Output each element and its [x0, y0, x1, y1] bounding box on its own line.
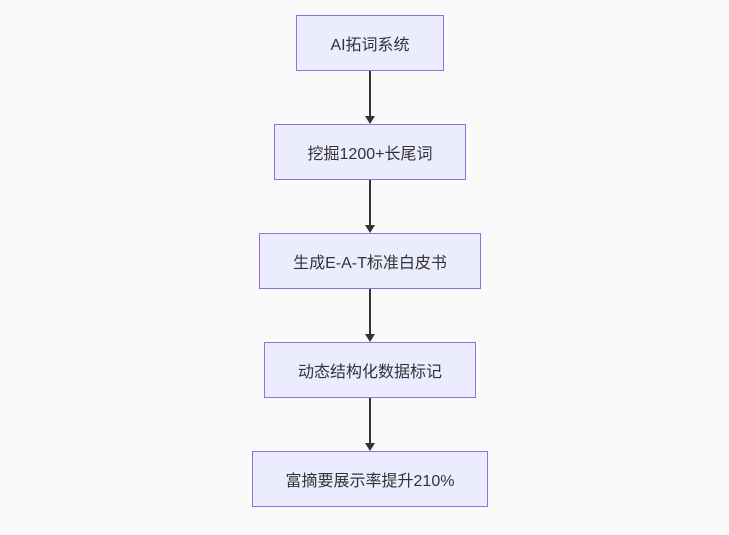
flow-node-label: 动态结构化数据标记 [297, 364, 442, 381]
flow-node-rich-snippet-result: 富摘要展示率提升210% [251, 451, 489, 507]
flow-node-label: 挖掘1200+长尾词 [307, 146, 433, 163]
flowchart: AI拓词系统 挖掘1200+长尾词 生成E-A-T标准白皮书 动态结构化数据标记 [11, 0, 729, 535]
flow-edge-2 [365, 180, 375, 233]
flow-edge-3 [365, 289, 375, 342]
arrowhead-down-icon [365, 225, 375, 233]
arrowhead-down-icon [365, 334, 375, 342]
edge-line [369, 398, 371, 443]
flow-node-label: AI拓词系统 [330, 37, 410, 54]
flow-node-label: 生成E-A-T标准白皮书 [293, 255, 447, 272]
edge-line [369, 180, 371, 225]
arrowhead-down-icon [365, 443, 375, 451]
flow-node-longtail-mining: 挖掘1200+长尾词 [273, 124, 467, 180]
flow-node-structured-data-markup: 动态结构化数据标记 [263, 342, 476, 398]
edge-line [369, 289, 371, 334]
flow-node-label: 富摘要展示率提升210% [285, 473, 455, 490]
flow-node-eat-whitepaper: 生成E-A-T标准白皮书 [259, 233, 481, 289]
arrowhead-down-icon [365, 116, 375, 124]
flow-node-ai-keyword-system: AI拓词系统 [296, 15, 444, 71]
edge-line [369, 71, 371, 116]
flow-edge-1 [365, 71, 375, 124]
flow-edge-4 [365, 398, 375, 451]
